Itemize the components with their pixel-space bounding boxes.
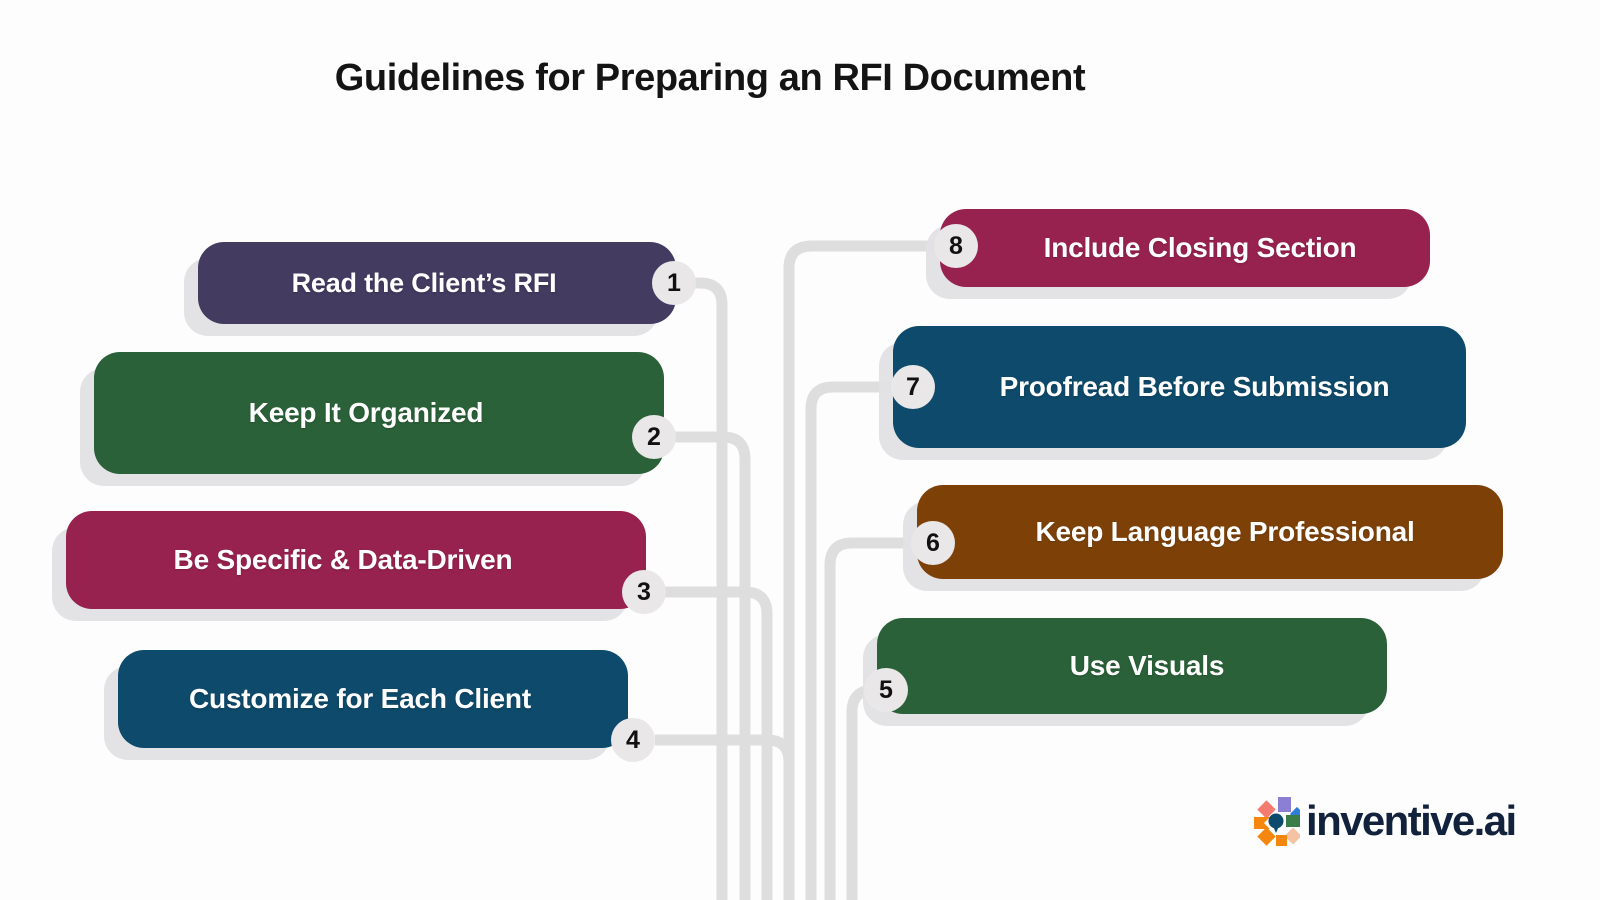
step-badge-6: 6 [911,521,955,565]
step-number-1: 1 [667,268,681,297]
inventive-logo[interactable]: inventive.ai [1252,795,1517,847]
step-number-3: 3 [637,577,651,606]
step-number-6: 6 [926,528,940,557]
logo-text: inventive.ai [1306,797,1517,844]
step-box-5[interactable]: Use Visuals [877,618,1387,714]
step-box-6[interactable]: Keep Language Professional [917,485,1503,579]
step-number-4: 4 [626,725,640,754]
step-label-3: Be Specific & Data-Driven [173,544,513,575]
step-box-1[interactable]: Read the Client’s RFI [198,242,676,324]
connector-1 [672,277,728,900]
step-badge-8: 8 [934,224,978,268]
connector-8 [783,240,955,900]
connector-3 [642,586,773,900]
step-number-5: 5 [879,675,893,704]
step-label-6: Keep Language Professional [1035,516,1415,547]
step-badge-5: 5 [864,668,908,712]
connector-5 [846,684,884,900]
step-label-4: Customize for Each Client [189,683,531,714]
step-label-8: Include Closing Section [1043,232,1357,263]
step-label-5: Use Visuals [1069,650,1225,681]
step-number-7: 7 [906,372,920,401]
step-label-1: Read the Client’s RFI [291,267,557,298]
step-box-8[interactable]: Include Closing Section [940,209,1430,287]
step-label-7: Proofread Before Submission [999,371,1390,402]
step-badge-2: 2 [632,415,676,459]
step-box-3[interactable]: Be Specific & Data-Driven [66,511,646,609]
page-title: Guidelines for Preparing an RFI Document [334,57,1086,99]
connector-7 [805,381,912,900]
step-badge-3: 3 [622,570,666,614]
step-box-7[interactable]: Proofread Before Submission [893,326,1466,448]
step-label-2: Keep It Organized [248,397,484,428]
step-number-8: 8 [949,231,963,260]
connector-6 [824,537,932,900]
step-number-2: 2 [647,422,661,451]
step-badge-7: 7 [891,365,935,409]
step-badge-4: 4 [611,718,655,762]
connector-2 [652,431,751,900]
step-box-2[interactable]: Keep It Organized [94,352,664,474]
step-box-4[interactable]: Customize for Each Client [118,650,628,748]
inventive-pinwheel-icon [1254,797,1300,846]
step-badge-1: 1 [652,261,696,305]
